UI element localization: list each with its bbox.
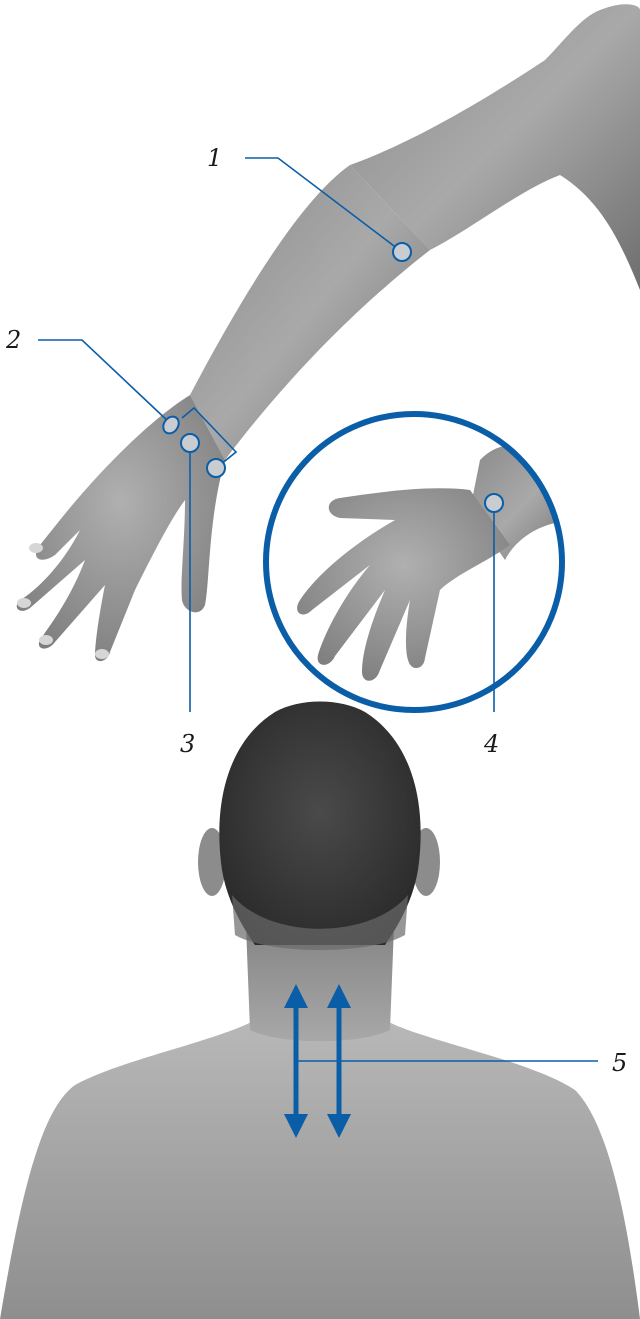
point-marker-4: [485, 494, 503, 512]
callout-label-2: 2: [5, 326, 21, 354]
point-marker-1: [393, 243, 411, 261]
callout-label-3: 3: [180, 730, 195, 758]
callout-label-5: 5: [612, 1049, 627, 1077]
callout-label-1: 1: [207, 144, 222, 172]
point-marker-3a: [181, 434, 199, 452]
head: [219, 702, 420, 946]
point-marker-3b: [207, 459, 225, 477]
callout-2: 2: [5, 326, 182, 436]
palm-inset: [266, 414, 580, 710]
callout-label-4: 4: [483, 730, 499, 758]
head-back-illustration: [0, 702, 640, 1319]
back-shoulders: [0, 1020, 640, 1319]
